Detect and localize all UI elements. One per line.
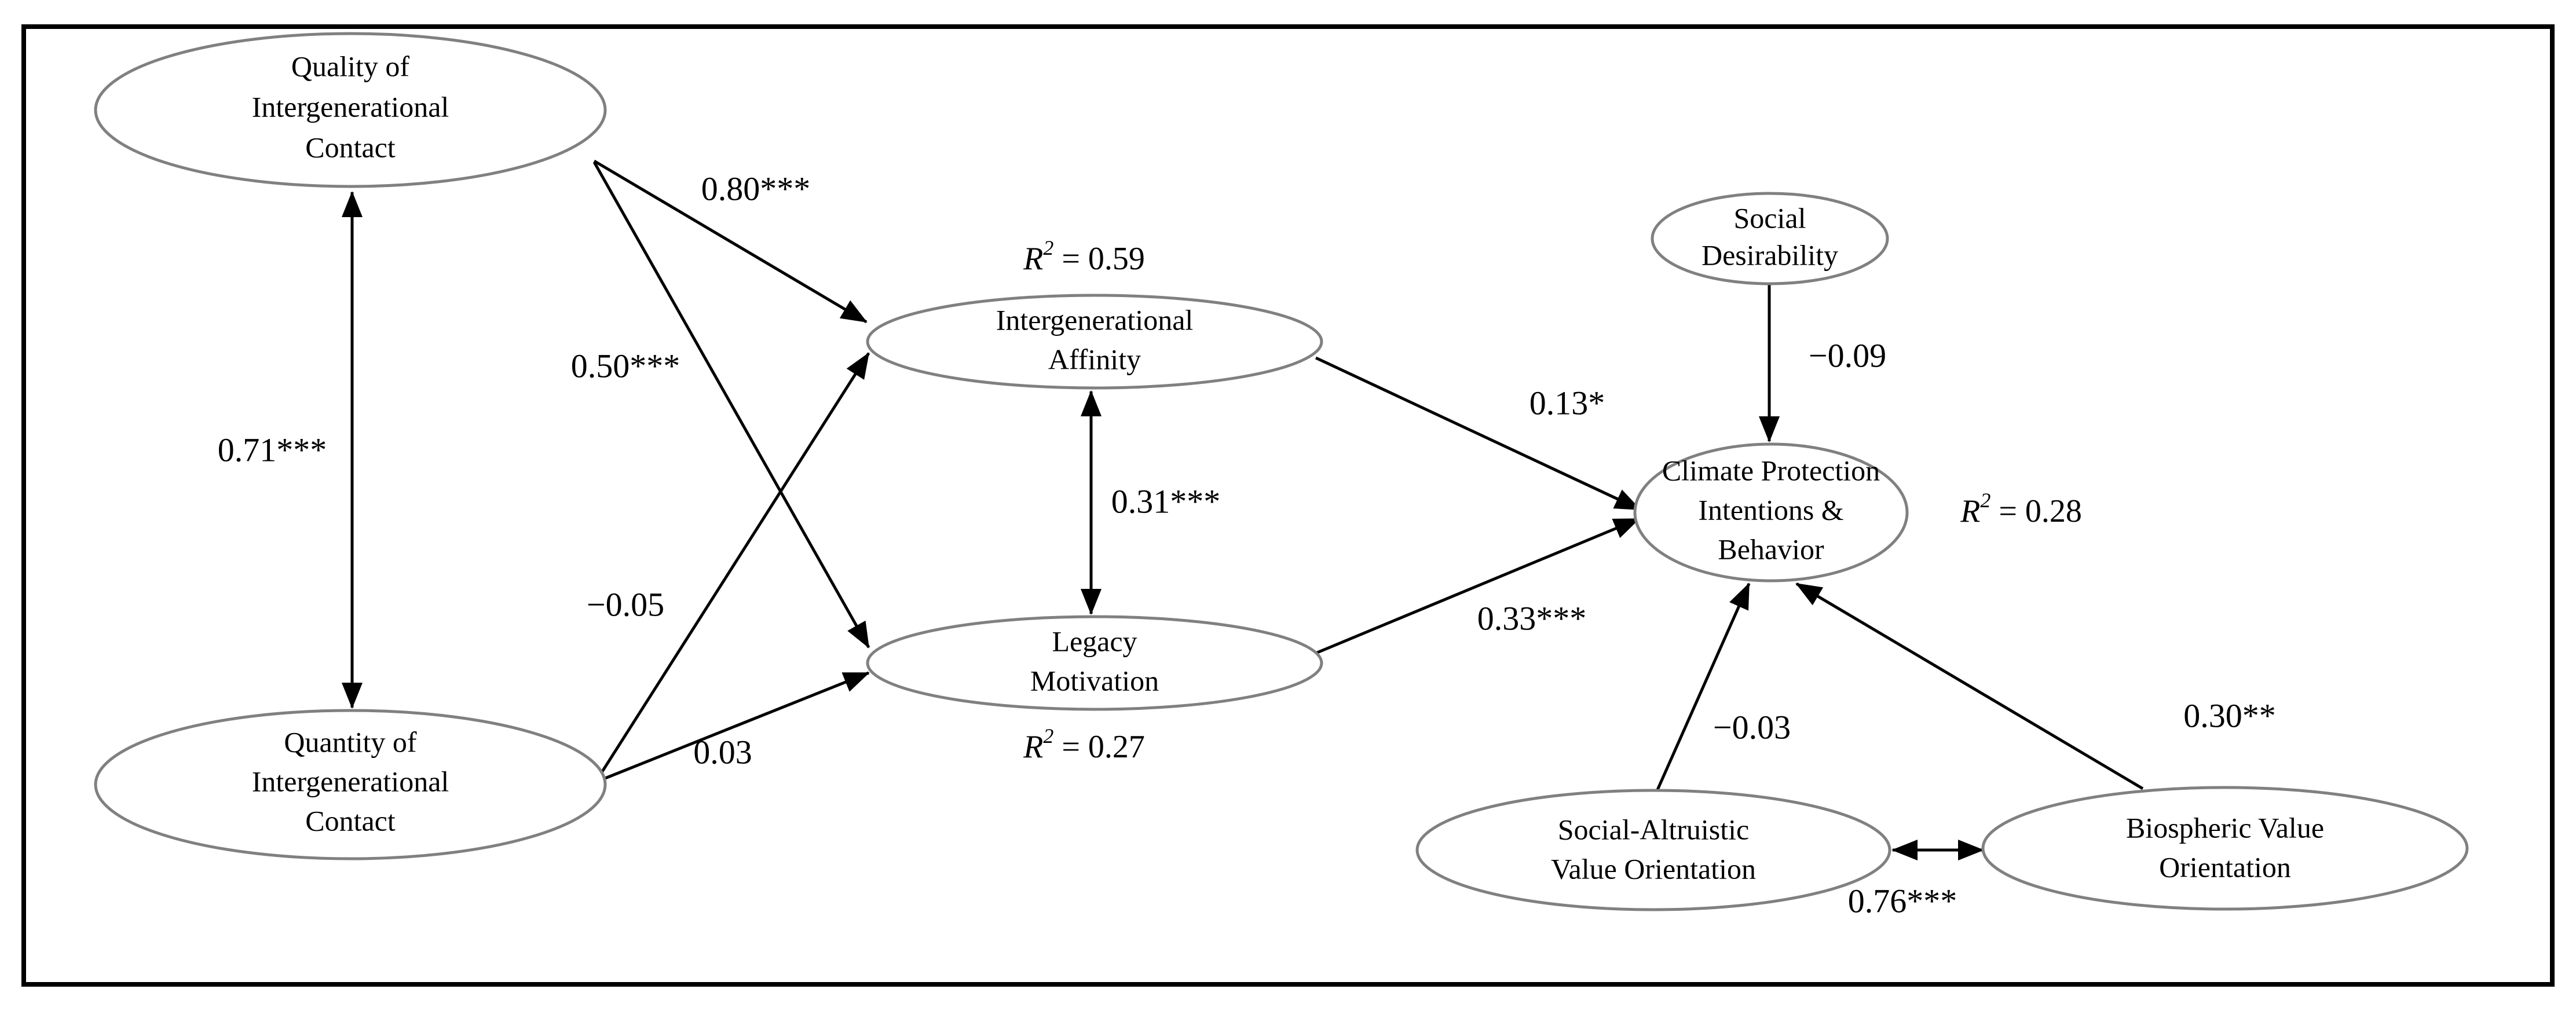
node-quantity-of-intergenerational-contact[interactable]: Quantity of Intergenerational Contact bbox=[94, 709, 607, 860]
node-social-altruistic-value-orientation[interactable]: Social-Altruistic Value Orientation bbox=[1415, 789, 1891, 911]
r-squared-label-affinity: R2 = 0.59 bbox=[1023, 236, 1145, 277]
node-label-quality-contact-line1: Quality of bbox=[291, 50, 409, 82]
r-squared-value-climate: = 0.28 bbox=[1990, 493, 2082, 529]
node-label-social-desirability-line2: Desirability bbox=[1702, 239, 1838, 271]
path-quantity-to-affinity bbox=[595, 352, 870, 782]
coef-label-desirability-to-climate: −0.09 bbox=[1809, 336, 1886, 374]
figure-frame bbox=[21, 24, 2555, 987]
coef-label-legacy-to-climate: 0.33*** bbox=[1477, 599, 1587, 637]
r-squared-value-legacy: = 0.27 bbox=[1053, 729, 1145, 765]
node-label-biospheric-line1: Biospheric Value bbox=[2126, 811, 2324, 844]
node-label-affinity-line1: Intergenerational bbox=[996, 303, 1194, 336]
coef-label-affinity-legacy-corr: 0.31*** bbox=[1111, 482, 1221, 520]
r-squared-symbol-climate: R bbox=[1960, 493, 1980, 529]
r-squared-exponent-legacy: 2 bbox=[1043, 724, 1053, 748]
r-squared-exponent-affinity: 2 bbox=[1043, 236, 1053, 259]
node-label-quantity-contact-line2: Intergenerational bbox=[252, 765, 449, 797]
node-social-desirability[interactable]: Social Desirability bbox=[1651, 192, 1889, 285]
r-squared-symbol-affinity: R bbox=[1023, 241, 1043, 277]
node-ellipse-climate bbox=[1633, 442, 1909, 583]
node-quality-of-intergenerational-contact[interactable]: Quality of Intergenerational Contact bbox=[94, 32, 607, 188]
node-label-quantity-contact-line1: Quantity of bbox=[284, 726, 416, 758]
r-squared-label-legacy: R2 = 0.27 bbox=[1023, 724, 1145, 765]
coef-label-affinity-to-climate: 0.13* bbox=[1529, 384, 1605, 422]
node-ellipse-legacy bbox=[866, 615, 1323, 711]
node-label-climate-line1: Climate Protection bbox=[1662, 454, 1880, 486]
coef-label-quality-to-legacy: 0.50*** bbox=[571, 347, 680, 384]
node-ellipse-quantity-contact bbox=[94, 709, 607, 860]
node-label-quality-contact-line2: Intergenerational bbox=[252, 90, 449, 123]
node-label-legacy-line2: Motivation bbox=[1030, 664, 1159, 697]
node-climate-protection-intentions-behavior[interactable]: Climate Protection Intentions & Behavior bbox=[1633, 442, 1909, 583]
node-label-quality-contact-line3: Contact bbox=[305, 131, 396, 163]
coef-label-altruistic-to-climate: −0.03 bbox=[1713, 708, 1791, 746]
coef-label-quantity-to-affinity: −0.05 bbox=[587, 585, 664, 623]
node-label-legacy-line1: Legacy bbox=[1052, 625, 1137, 657]
r-squared-exponent-climate: 2 bbox=[1980, 489, 1990, 512]
node-label-biospheric-line2: Orientation bbox=[2159, 851, 2291, 883]
node-ellipse-social-altruistic bbox=[1415, 789, 1891, 911]
r-squared-value-affinity: = 0.59 bbox=[1053, 241, 1145, 277]
coef-label-quality-quantity-corr: 0.71*** bbox=[218, 431, 327, 468]
path-affinity-to-climate bbox=[1315, 356, 1641, 511]
coef-label-biospheric-to-climate: 0.30** bbox=[2183, 697, 2276, 734]
path-quality-to-legacy bbox=[592, 161, 870, 649]
r-squared-symbol-legacy: R bbox=[1023, 729, 1043, 765]
node-ellipse-affinity bbox=[866, 294, 1323, 390]
coef-label-altruistic-biospheric-corr: 0.76*** bbox=[1848, 882, 1957, 920]
r-squared-label-climate: R2 = 0.28 bbox=[1960, 489, 2082, 529]
node-label-affinity-line2: Affinity bbox=[1048, 343, 1141, 375]
node-label-quantity-contact-line3: Contact bbox=[305, 804, 396, 837]
node-legacy-motivation[interactable]: Legacy Motivation bbox=[866, 615, 1323, 711]
node-label-social-altruistic-line2: Value Orientation bbox=[1551, 852, 1756, 885]
node-ellipse-social-desirability bbox=[1651, 192, 1889, 285]
path-altruistic-to-climate bbox=[1656, 583, 1751, 791]
node-label-social-desirability-line1: Social bbox=[1734, 202, 1806, 234]
node-label-climate-line2: Intentions & bbox=[1698, 493, 1843, 526]
path-biospheric-to-climate bbox=[1795, 582, 2144, 790]
node-label-climate-line3: Behavior bbox=[1718, 533, 1824, 565]
path-legacy-to-climate bbox=[1315, 517, 1640, 655]
node-biospheric-value-orientation[interactable]: Biospheric Value Orientation bbox=[1981, 786, 2469, 911]
coef-label-quality-to-affinity: 0.80*** bbox=[701, 170, 811, 207]
node-ellipse-biospheric bbox=[1981, 786, 2469, 911]
node-label-social-altruistic-line1: Social-Altruistic bbox=[1558, 813, 1750, 845]
node-intergenerational-affinity[interactable]: Intergenerational Affinity bbox=[866, 294, 1323, 390]
coef-label-quantity-to-legacy: 0.03 bbox=[693, 733, 752, 771]
path-quantity-to-legacy bbox=[596, 671, 870, 783]
path-quality-to-affinity bbox=[593, 159, 868, 324]
node-ellipse-quality-contact bbox=[94, 32, 607, 188]
